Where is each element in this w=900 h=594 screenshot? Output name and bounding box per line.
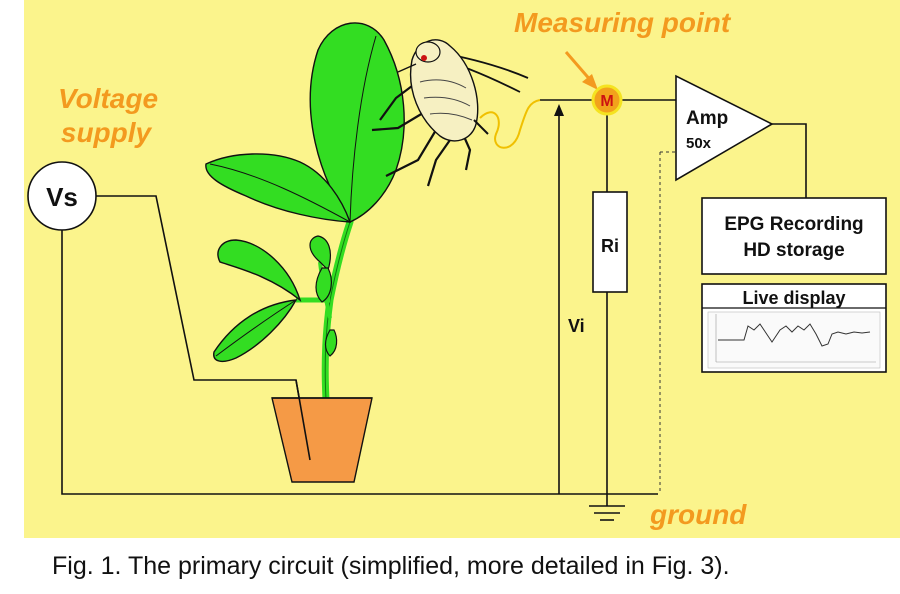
amp-label: Amp <box>686 108 728 129</box>
top-leaf <box>309 22 405 223</box>
epg-recording-box: EPG Recording HD storage <box>701 197 887 275</box>
meter-symbol: M <box>591 84 623 116</box>
vi-label: Vi <box>568 316 585 336</box>
live-display-box: Live display <box>701 283 887 373</box>
aphid-icon <box>371 39 529 187</box>
young-leaf <box>309 235 331 272</box>
amp-gain-label: 50x <box>686 135 712 152</box>
live-display-label: Live display <box>742 288 845 308</box>
middle-left-leaf <box>205 153 352 223</box>
ground-label: ground <box>649 499 747 530</box>
amplifier: Amp 50x <box>675 74 774 182</box>
voltage-supply-label-line2: supply <box>61 117 153 148</box>
wire-into-soil <box>295 379 311 461</box>
voltage-source: Vs <box>27 161 97 231</box>
meter-label: M <box>600 93 613 110</box>
recording-line2: HD storage <box>743 240 844 261</box>
input-resistor: Ri <box>592 191 628 293</box>
measuring-point-pointer <box>564 51 594 83</box>
figure-caption: Fig. 1. The primary circuit (simplified,… <box>52 552 730 580</box>
ri-label: Ri <box>601 236 619 256</box>
lower-left-leaf <box>217 239 302 302</box>
stylet-gold-wire <box>479 99 541 149</box>
wire-amp-to-recorder <box>772 123 807 198</box>
voltage-supply-label-line1: Voltage <box>58 83 158 114</box>
waveform-icon <box>707 311 881 369</box>
recording-line1: EPG Recording <box>724 214 863 235</box>
plant-icon <box>205 22 405 401</box>
ground-symbol-icon <box>589 505 625 521</box>
flower-pot-icon <box>271 397 373 483</box>
wire-vs-to-ground <box>61 222 658 495</box>
measuring-point-label: Measuring point <box>514 7 732 38</box>
aphid-eye <box>421 55 427 61</box>
measuring-point-arrowhead <box>582 74 598 90</box>
bottom-left-leaf <box>213 299 298 363</box>
vs-label: Vs <box>46 182 78 212</box>
vi-arrowhead <box>554 104 564 116</box>
